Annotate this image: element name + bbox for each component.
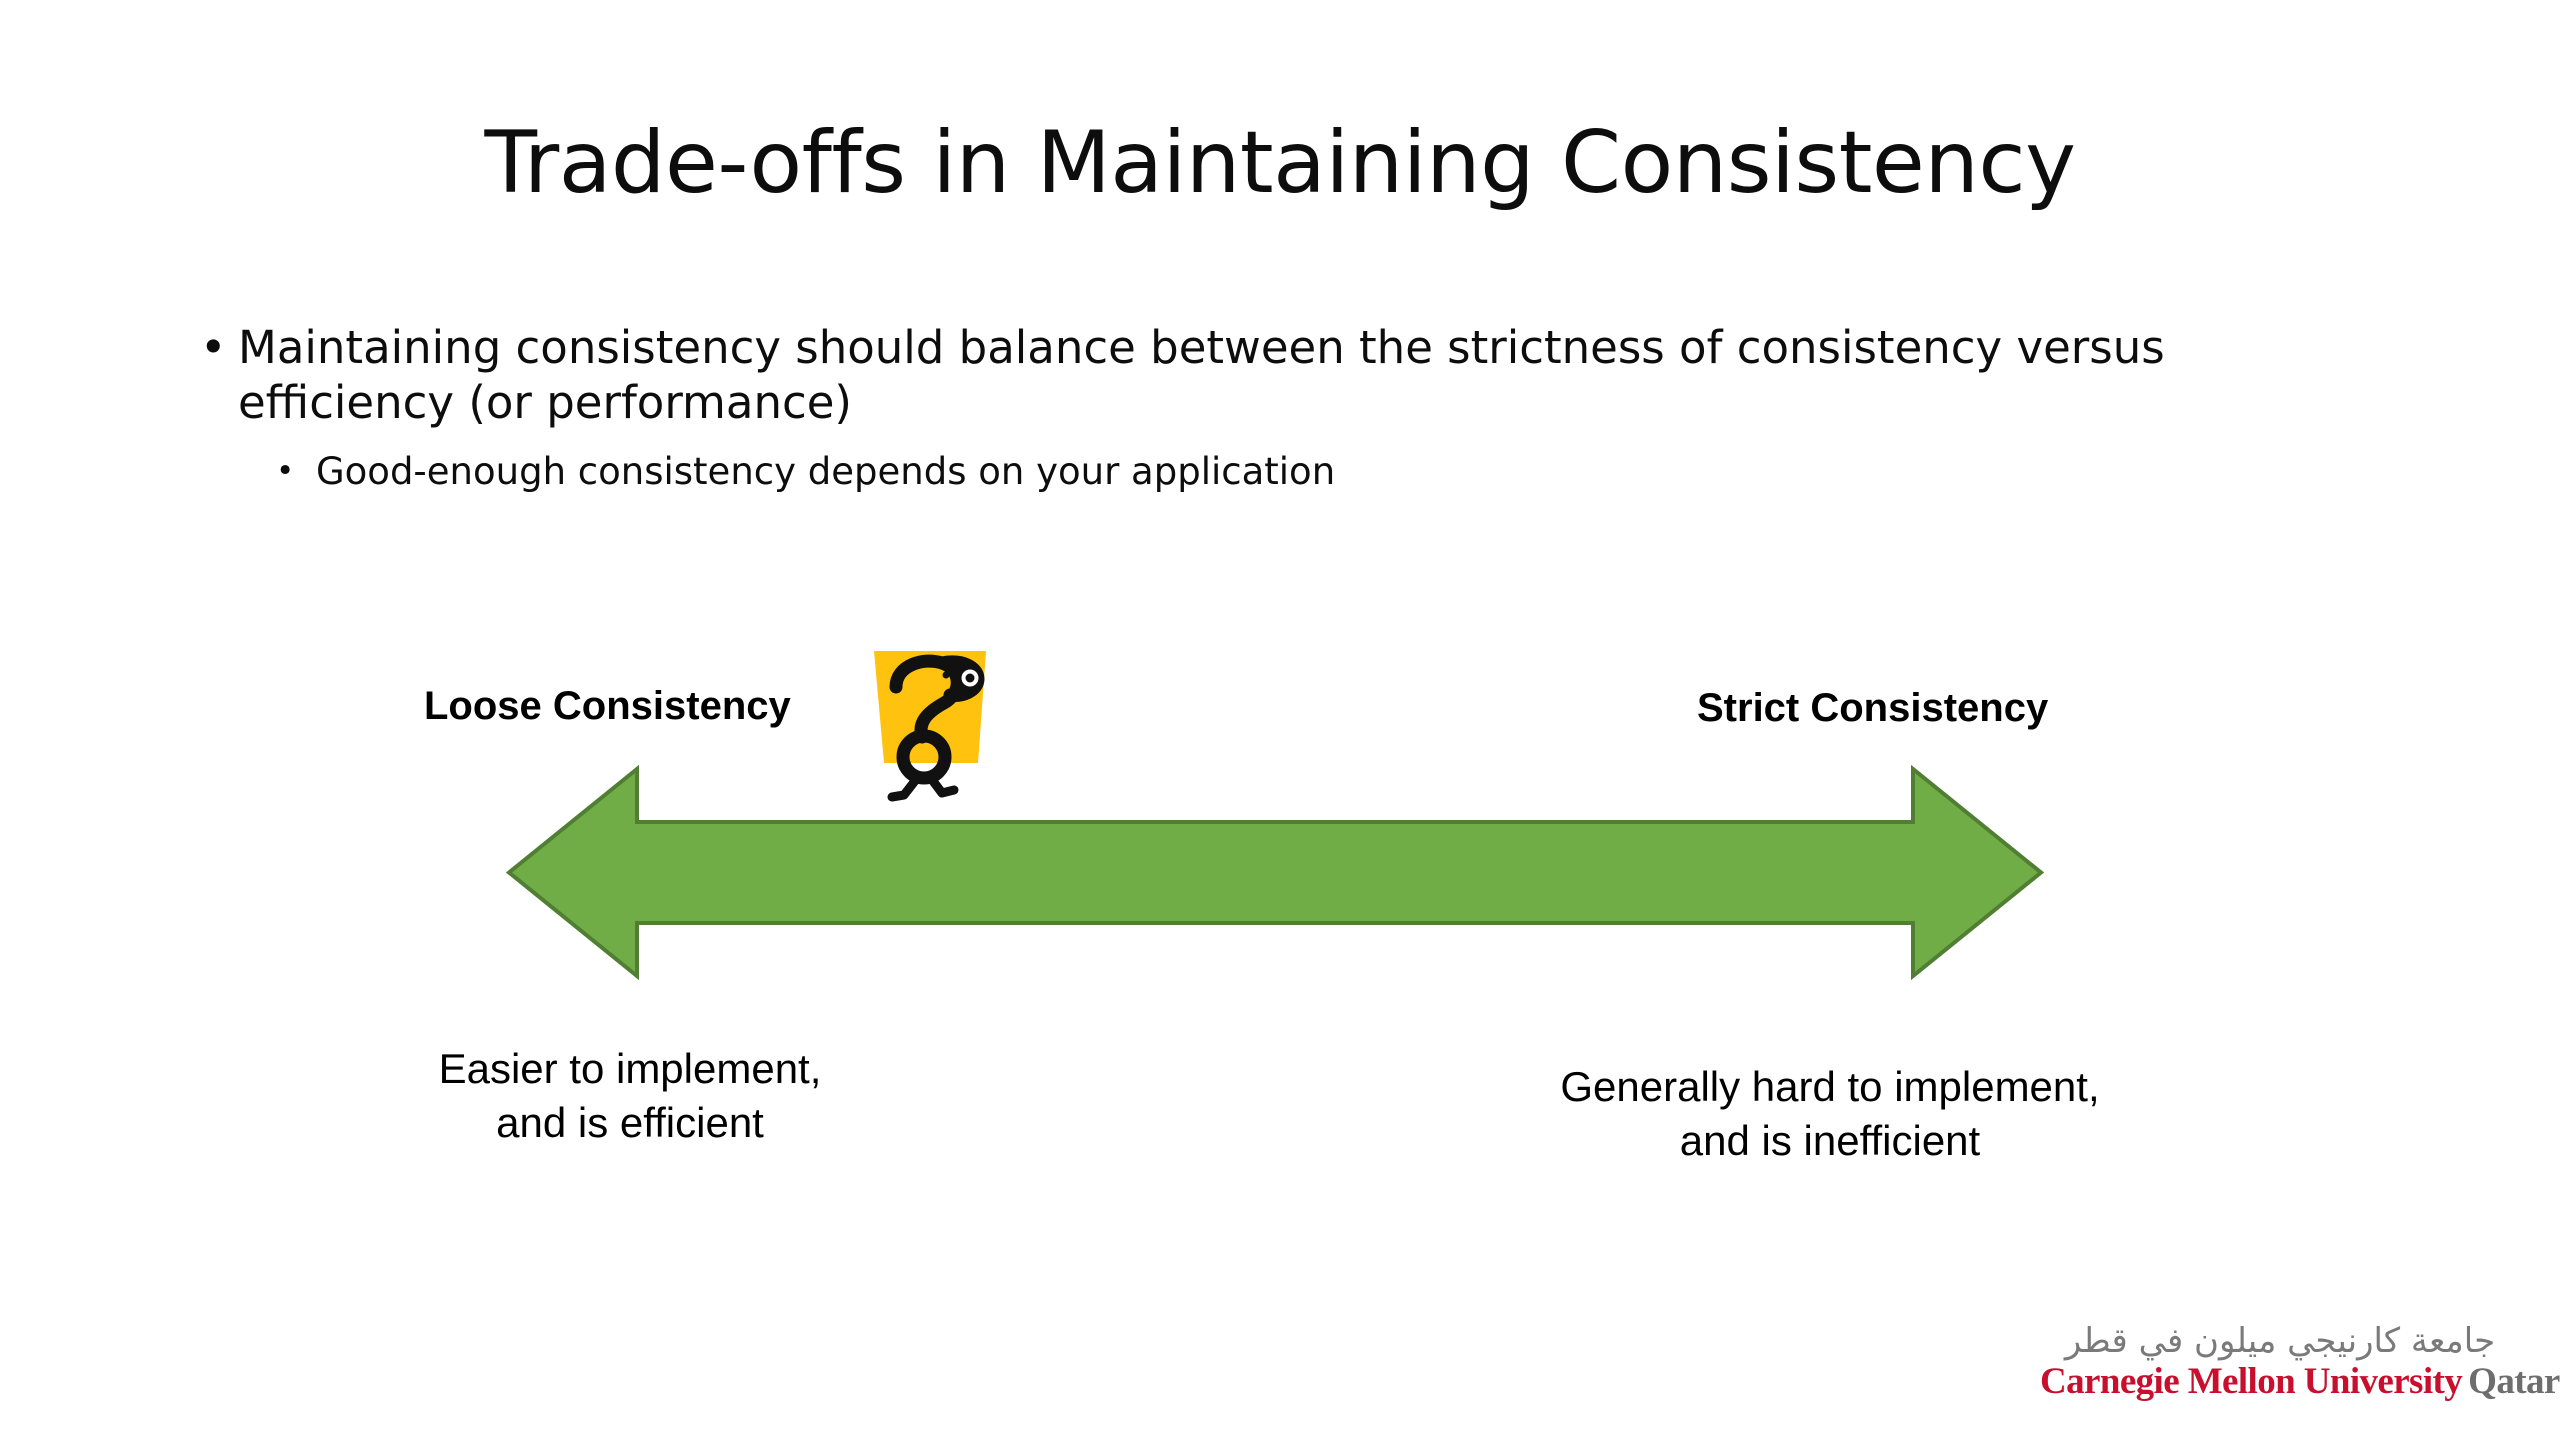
question-mark-figure-clipart <box>866 645 1006 810</box>
list-item: • Maintaining consistency should balance… <box>196 320 2308 431</box>
bullet-list: • Maintaining consistency should balance… <box>196 320 2376 495</box>
list-item-label: Maintaining consistency should balance b… <box>238 321 2165 430</box>
spectrum-left-caption: Easier to implement, and is efficient <box>438 1045 822 1146</box>
spectrum-arrow <box>505 765 2045 980</box>
list-item-label: Good-enough consistency depends on your … <box>316 449 1336 493</box>
list-item: • Good-enough consistency depends on you… <box>196 449 2376 495</box>
spectrum-right-label: Strict Consistency <box>1697 686 2049 730</box>
bullet-marker-icon: • <box>200 321 227 374</box>
spectrum-right-caption: Generally hard to implement, and is inef… <box>1560 1063 2100 1164</box>
cmu-qatar-logo: جامعة كارنيجي ميلون في قطر Carnegie Mell… <box>2040 1321 2560 1403</box>
page-title: Trade-offs in Maintaining Consistency <box>484 113 2076 213</box>
bullet-marker-icon: • <box>276 452 295 489</box>
logo-secondary-text: Qatar <box>2468 1361 2560 1403</box>
logo-arabic-text: جامعة كارنيجي ميلون في قطر <box>2064 1321 2496 1361</box>
spectrum-left-label: Loose Consistency <box>424 684 791 728</box>
logo-primary-text: Carnegie Mellon University <box>2040 1361 2463 1403</box>
